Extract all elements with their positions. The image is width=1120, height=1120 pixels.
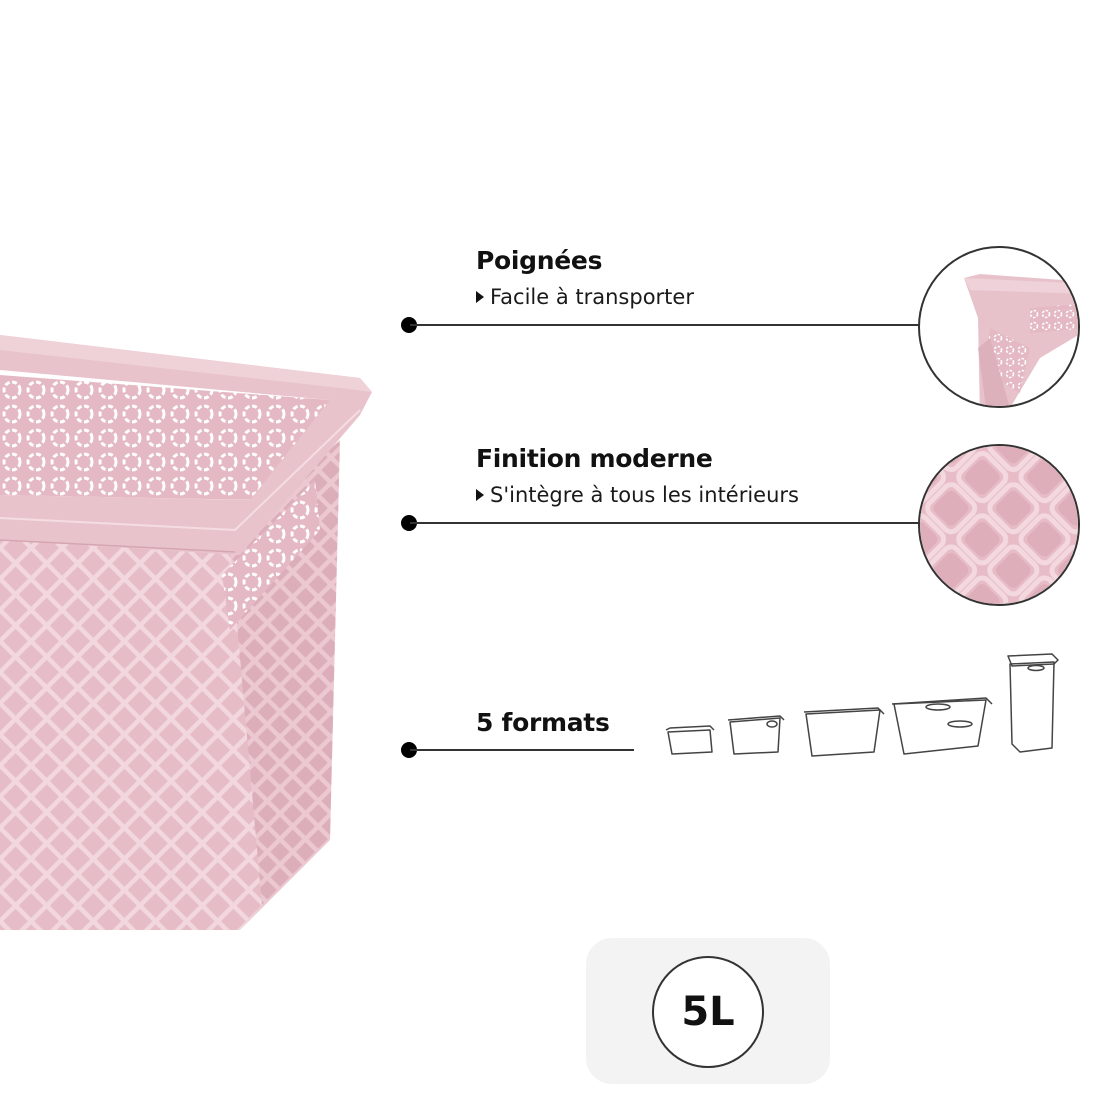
bullet-triangle-icon: [476, 489, 484, 501]
size-badge: 5L: [652, 956, 764, 1068]
texture-closeup-image: [918, 444, 1080, 606]
bullet-triangle-icon: [476, 291, 484, 303]
callout-dot-icon: [401, 742, 417, 758]
callout-line: [410, 749, 634, 751]
callout-line: [410, 324, 920, 326]
feature-subtitle: Facile à transporter: [476, 285, 694, 309]
feature-title: Finition moderne: [476, 444, 713, 473]
callout-dot-icon: [401, 515, 417, 531]
callout-line: [410, 522, 920, 524]
callout-dot-icon: [401, 317, 417, 333]
feature-title: Poignées: [476, 246, 603, 275]
feature-subtitle: S'intègre à tous les intérieurs: [476, 483, 799, 507]
feature-title: 5 formats: [476, 708, 610, 737]
five-basket-sizes-icon: [665, 653, 1059, 757]
product-basket-image: [0, 335, 372, 930]
handle-closeup-image: [918, 246, 1080, 408]
size-badge-card: 5L: [586, 938, 830, 1084]
